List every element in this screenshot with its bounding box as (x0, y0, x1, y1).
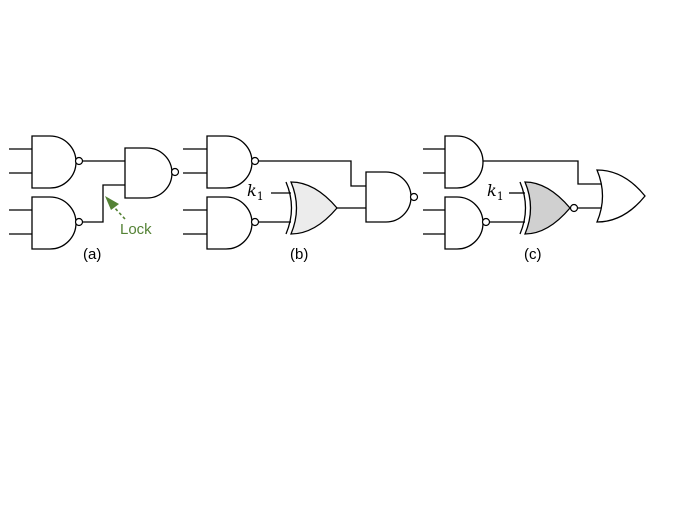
panel-b: k1 (b) (183, 135, 419, 263)
inversion-bubble (409, 192, 419, 202)
inversion-bubble (250, 217, 260, 227)
caption-c: (c) (524, 246, 542, 263)
or-gate-c-output (596, 169, 646, 223)
key-label-b: k1 (247, 181, 264, 203)
inversion-bubble (74, 217, 84, 227)
nand-gate-b-output (365, 171, 412, 223)
nand-gate-a-output (124, 147, 173, 199)
lock-arrow (112, 205, 126, 220)
inversion-bubble (481, 217, 491, 227)
xnor-key-gate (524, 181, 571, 235)
key-label-c: k1 (487, 181, 504, 203)
lock-arrowhead (105, 196, 119, 210)
lock-label: Lock (120, 221, 152, 238)
inversion-bubble (170, 167, 180, 177)
caption-a: (a) (83, 246, 101, 263)
nand-gate-c-bottom (444, 196, 484, 250)
caption-b: (b) (290, 246, 308, 263)
inversion-bubble (250, 156, 260, 166)
xor-key-gate (290, 181, 338, 235)
inversion-bubble (74, 156, 84, 166)
and-gate-c-top (444, 135, 484, 189)
panel-a: Lock (a) (9, 135, 180, 263)
nand-gate-a-top (31, 135, 77, 189)
panel-c: k1 (c) (423, 135, 646, 263)
nand-gate-a-bottom (31, 196, 77, 250)
nand-gate-b-bottom (206, 196, 253, 250)
inversion-bubble (569, 203, 579, 213)
nand-gate-b-top (206, 135, 253, 189)
